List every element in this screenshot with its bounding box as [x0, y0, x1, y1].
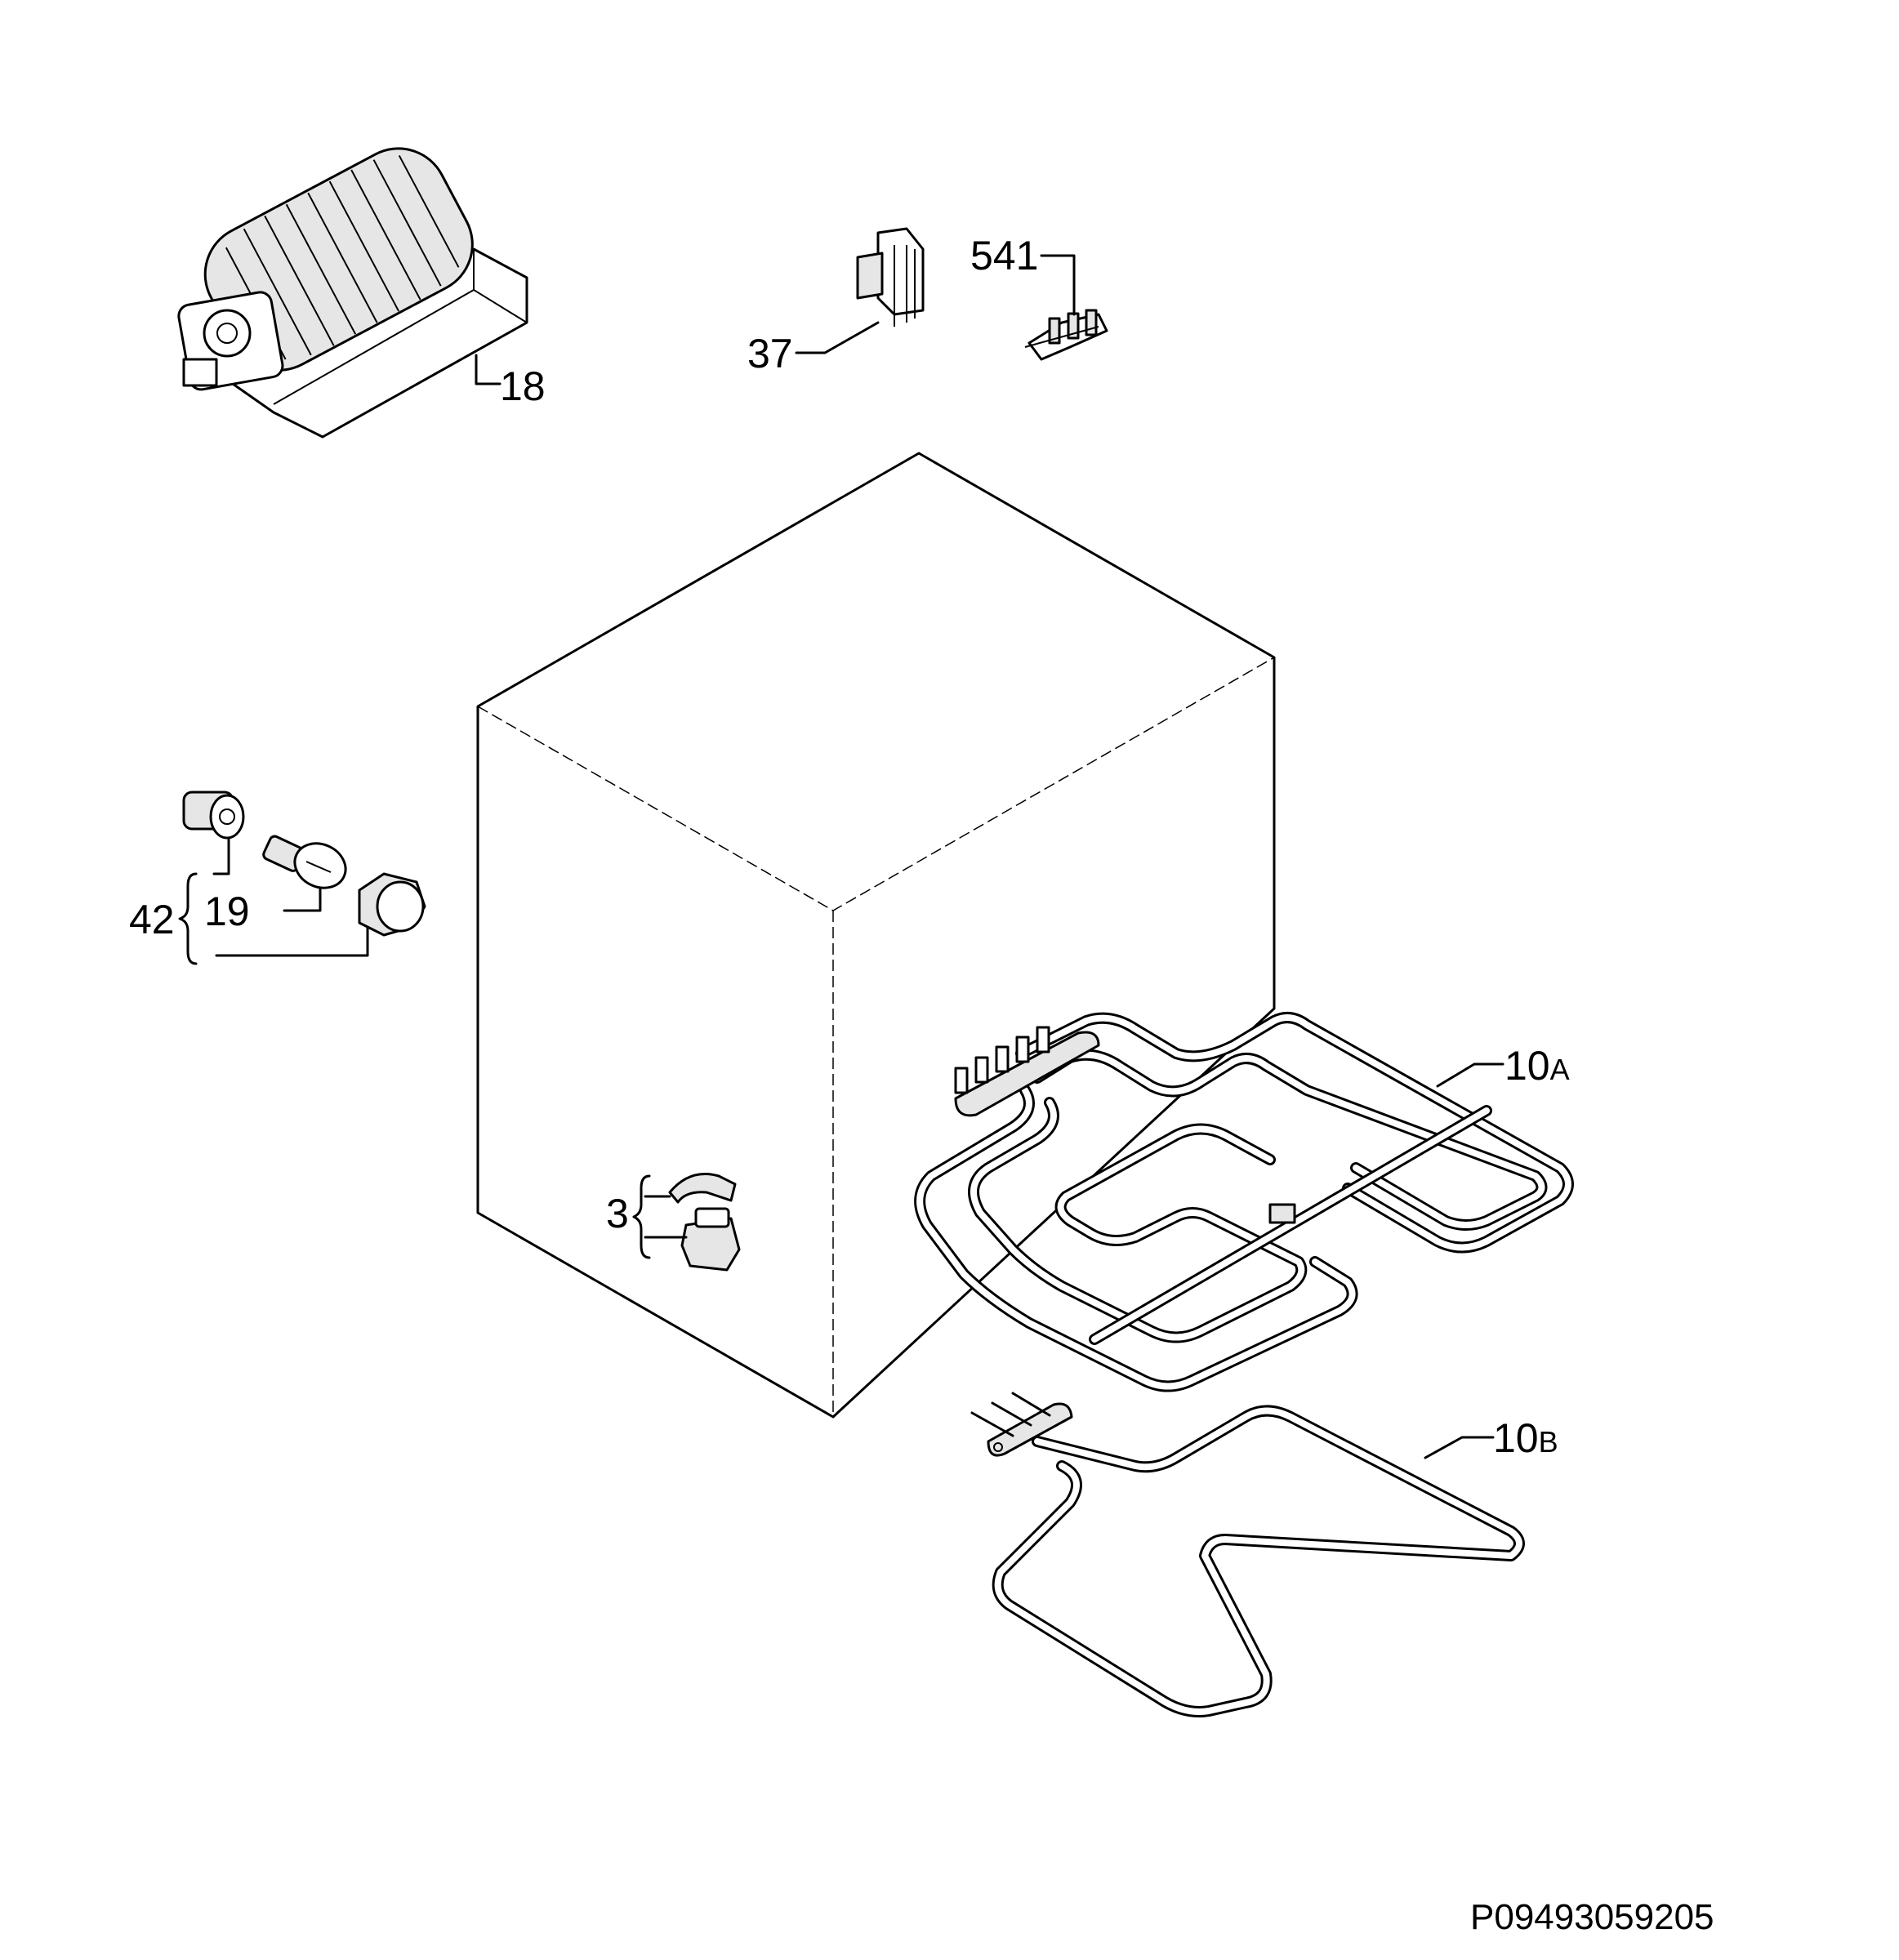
leader-line-10b: [1424, 1436, 1495, 1459]
leader-line-18: [475, 354, 501, 385]
callout-37: 37: [747, 331, 793, 376]
oven-cavity-box: [476, 452, 1276, 1419]
callout-19: 19: [204, 889, 250, 934]
leader-line-19: [283, 887, 322, 912]
leader-line-lamp-cover: [215, 925, 369, 957]
fan-motor-assembly: [177, 147, 528, 439]
lamp-cover: [358, 872, 426, 937]
leader-line-37: [795, 321, 880, 354]
thermostat-sensor: [680, 1207, 741, 1272]
lamp-holder: [182, 791, 245, 840]
callout-10a: 10A: [1504, 1043, 1570, 1089]
thermostat-clip: [668, 1173, 737, 1204]
callout-3: 3: [606, 1191, 629, 1236]
lamp-bulb-19: [262, 835, 347, 889]
switch-37: [856, 227, 925, 327]
leader-line-lamp-holder: [212, 838, 230, 875]
brace-3: [632, 1174, 651, 1259]
switch-541: [1024, 309, 1108, 361]
drawing-code: P09493059205: [1470, 1897, 1714, 1937]
heating-element-10a: [914, 1012, 1574, 1392]
heating-element-10b: [970, 1392, 1525, 1717]
brace-42: [178, 872, 198, 965]
callout-18: 18: [500, 363, 546, 409]
callout-10b: 10B: [1493, 1415, 1558, 1461]
leader-line-541: [1040, 254, 1076, 316]
leader-line-10a: [1436, 1062, 1504, 1088]
callout-42: 42: [129, 897, 175, 942]
callout-541: 541: [970, 233, 1038, 278]
